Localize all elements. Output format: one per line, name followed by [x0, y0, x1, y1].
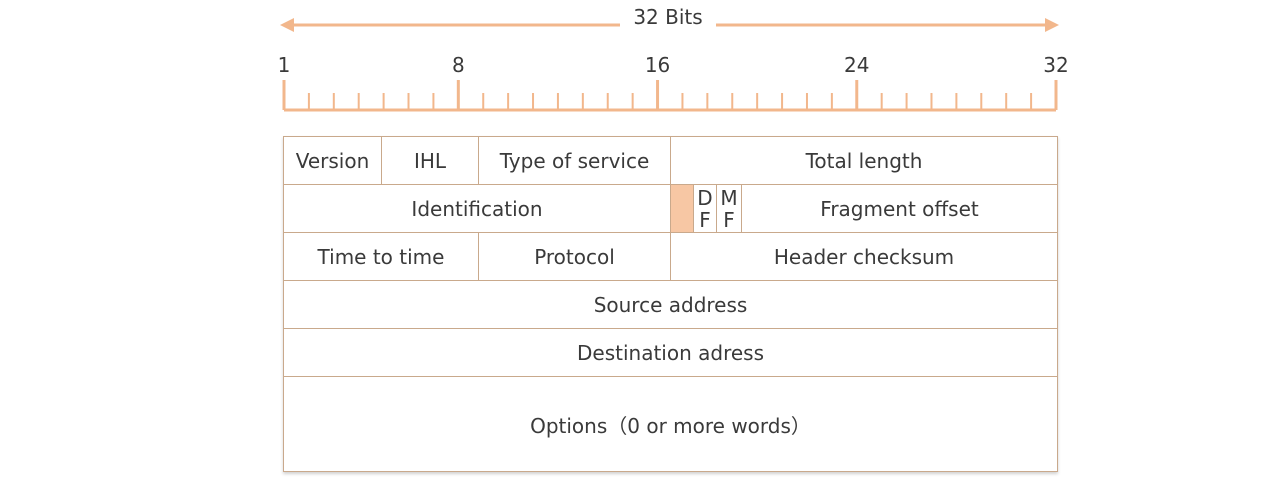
header-row-5: Destination adress [282, 328, 1059, 377]
ruler-label-16: 16 [644, 53, 671, 77]
field-df-flag: D F [693, 184, 717, 233]
width-arrow-right-head [1045, 18, 1059, 32]
field-mf-flag: M F [716, 184, 742, 233]
ruler-label-1: 1 [277, 53, 291, 77]
ruler-label-8: 8 [451, 53, 465, 77]
field-ihl: IHL [381, 136, 479, 185]
field-options: Options（0 or more words） [282, 376, 1059, 472]
df-flag-top: D [697, 185, 713, 210]
mf-flag-top: M [720, 185, 738, 210]
header-row-4: Source address [282, 280, 1059, 329]
field-identification: Identification [283, 184, 671, 233]
header-row-2: Identification D F M F Fragment offset [283, 184, 1059, 233]
bits-width-label: 32 Bits [620, 5, 716, 29]
ruler-label-24: 24 [844, 53, 870, 77]
header-row-1: Version IHL Type of service Total length [283, 136, 1059, 185]
field-version: Version [283, 136, 382, 185]
field-destination-address: Destination adress [282, 328, 1059, 377]
width-arrow-left-head [280, 18, 294, 32]
ip-header-table: Version IHL Type of service Total length… [282, 136, 1059, 472]
ruler-label-32: 32 [1043, 53, 1069, 77]
field-total-length: Total length [669, 136, 1059, 185]
header-row-6: Options（0 or more words） [282, 376, 1059, 472]
field-reserved-bit [670, 184, 694, 233]
field-protocol: Protocol [478, 232, 671, 281]
field-header-checksum: Header checksum [669, 232, 1059, 281]
df-flag-bottom: F [699, 207, 711, 232]
ruler-ticks [282, 80, 1058, 110]
mf-flag-bottom: F [723, 207, 735, 232]
field-type-of-service: Type of service [478, 136, 671, 185]
field-source-address: Source address [282, 280, 1059, 329]
field-fragment-offset: Fragment offset [740, 184, 1059, 233]
header-row-3: Time to time Protocol Header checksum [283, 232, 1059, 281]
field-time-to-live: Time to time [283, 232, 479, 281]
